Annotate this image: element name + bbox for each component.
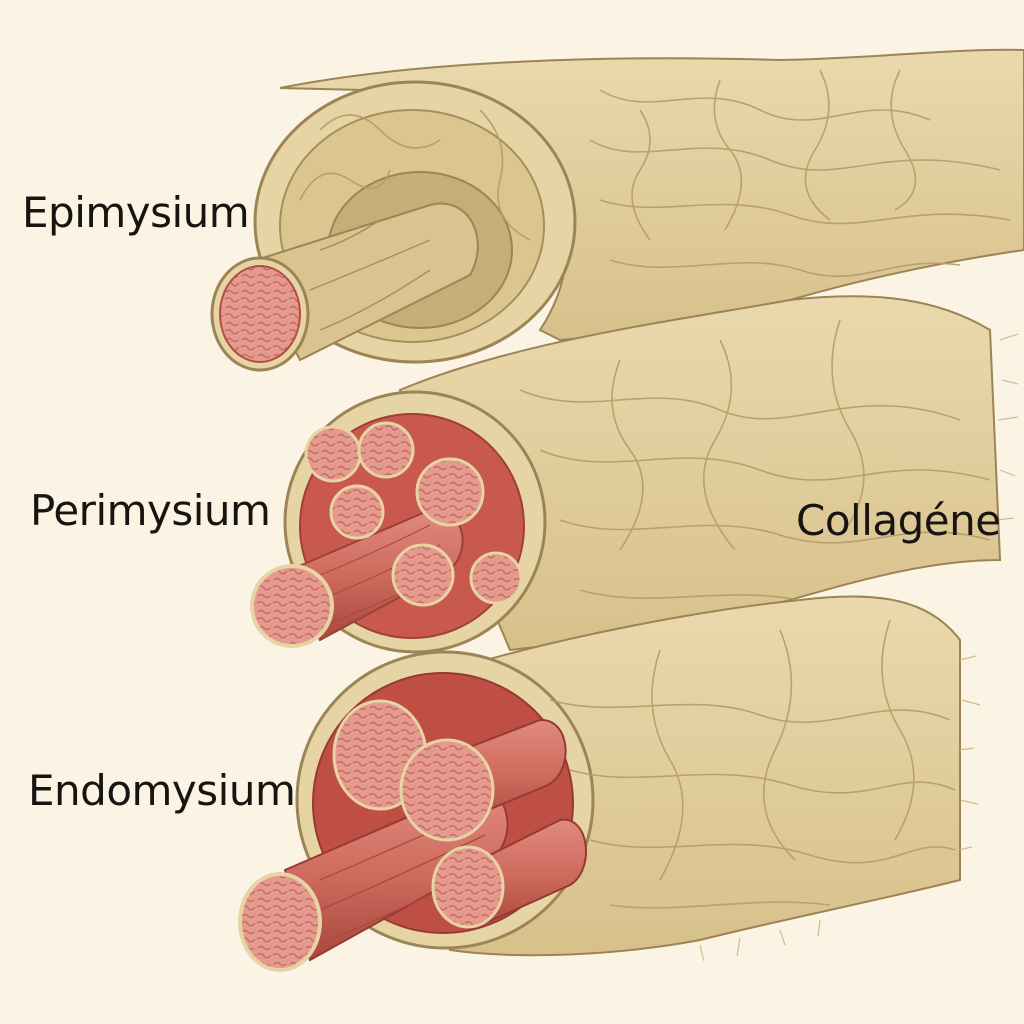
label-epimysium: Epimysium	[22, 188, 250, 237]
endomysium-fibers	[238, 699, 587, 972]
label-endomysium: Endomysium	[28, 766, 296, 815]
label-collagen: Collagéne	[796, 496, 1001, 545]
fiber-fringe	[699, 333, 1019, 962]
label-perimysium: Perimysium	[30, 486, 271, 535]
perimysium-fascicles	[250, 421, 523, 648]
collagen-fibers	[299, 69, 1011, 909]
epimysium-fascicle	[210, 202, 479, 372]
